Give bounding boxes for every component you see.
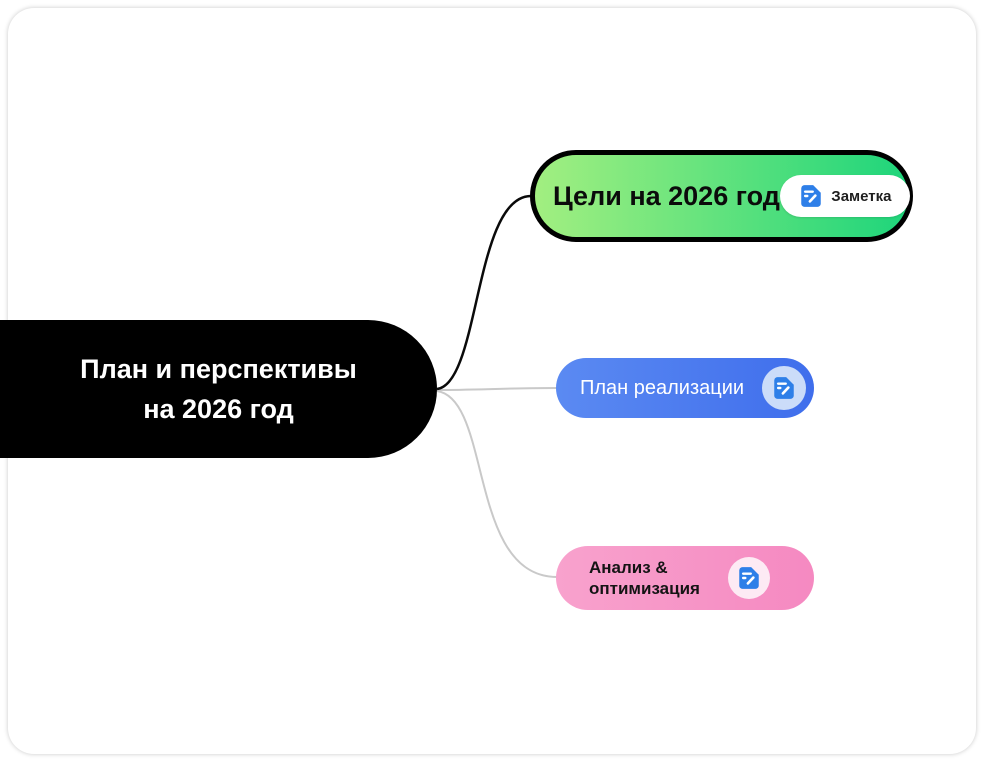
node-analysis-label-line1: Анализ & <box>589 558 668 577</box>
note-icon-button[interactable] <box>728 557 770 599</box>
node-analysis[interactable]: Анализ & оптимизация <box>556 546 814 610</box>
root-node[interactable]: План и перспективы на 2026 год <box>0 320 437 458</box>
node-goals[interactable]: Цели на 2026 год Заметка <box>530 150 913 242</box>
root-node-label-line1: План и перспективы <box>80 354 357 384</box>
node-analysis-label: Анализ & оптимизация <box>589 557 700 599</box>
note-icon <box>798 183 824 209</box>
note-icon <box>771 375 797 401</box>
note-badge[interactable]: Заметка <box>779 175 910 217</box>
node-goals-label: Цели на 2026 год <box>553 180 780 211</box>
node-plan[interactable]: План реализации <box>556 358 814 418</box>
note-icon <box>736 565 762 591</box>
node-analysis-label-line2: оптимизация <box>589 579 700 598</box>
note-badge-label: Заметка <box>831 187 892 205</box>
node-plan-label: План реализации <box>580 376 745 399</box>
root-node-label-line2: на 2026 год <box>143 394 294 424</box>
note-icon-button[interactable] <box>762 366 806 410</box>
